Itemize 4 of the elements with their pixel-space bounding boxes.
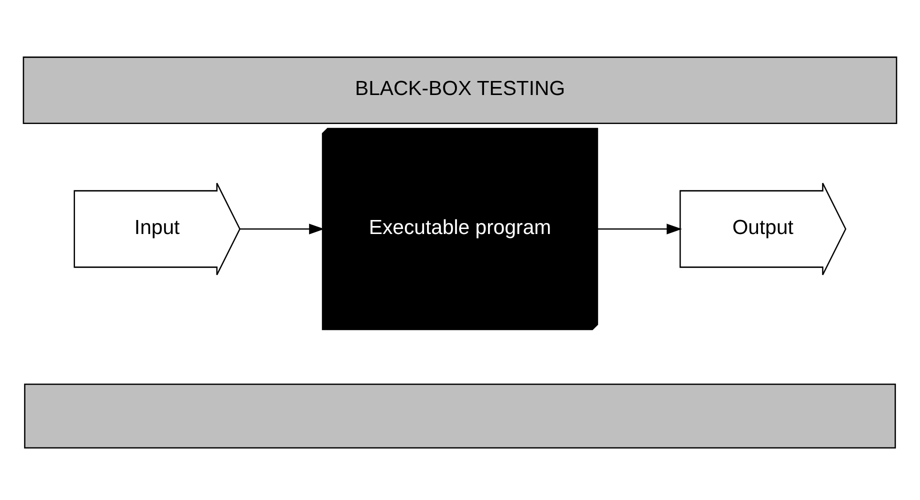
arrow	[598, 224, 682, 234]
arrow	[240, 224, 324, 234]
node-bar	[24, 384, 896, 449]
diagram-title: BLACK-BOX TESTING	[355, 78, 566, 100]
